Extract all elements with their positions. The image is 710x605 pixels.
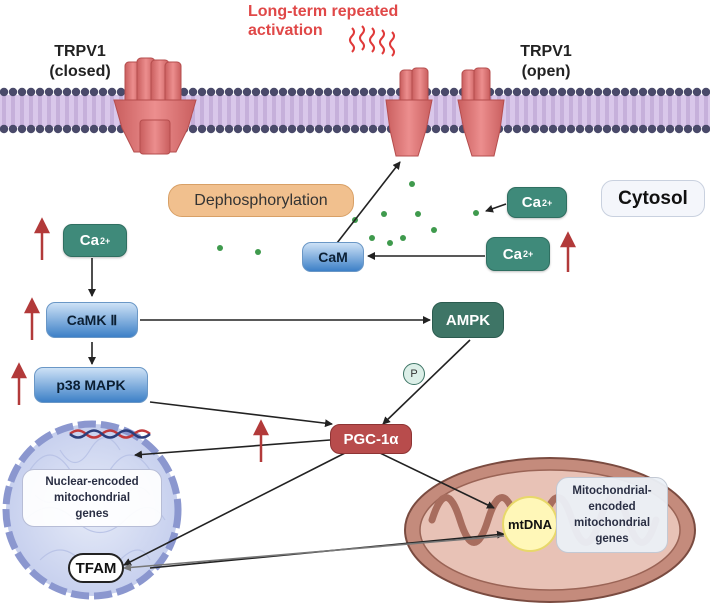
nuclear-genes-line-3: genes [75, 508, 109, 520]
up-arrow-icon [252, 419, 270, 462]
arrow-ampk-to-pgc [382, 339, 471, 425]
up-arrow-icon [10, 362, 28, 405]
trpv1-closed-channel-icon [113, 57, 197, 155]
p38-mapk-node: p38 MAPK [34, 367, 148, 403]
ca-right-mid-charge: 2+ [522, 249, 534, 259]
arrow-ca-inflow [485, 203, 507, 213]
trpv1-closed-label: TRPV1 (closed) [40, 42, 120, 82]
phosphorylation-label: P [410, 368, 418, 380]
trpv1-open-channel-icon [385, 67, 505, 157]
mito-genes-line-4: genes [595, 533, 629, 545]
arrow-mtdna-to-tfam [123, 535, 505, 572]
ca-left-charge: 2+ [99, 235, 111, 246]
trpv1-closed-title: TRPV1 [54, 43, 106, 60]
nuclear-genes-line-2: mitochondrial [53, 492, 131, 504]
pathway-arrows [88, 161, 507, 572]
trpv1-open-label: TRPV1 (open) [506, 42, 586, 82]
trpv1-closed-state: (closed) [49, 63, 111, 80]
phosphorylation-circle: P [403, 363, 425, 385]
activation-line-2: activation [248, 22, 323, 39]
trpv1-open-state: (open) [521, 63, 571, 80]
arrow-pgc-to-dna [134, 439, 331, 459]
arrow-p38-to-pgc [149, 401, 333, 428]
cell-membrane [0, 87, 710, 134]
cam-node: CaM [302, 242, 364, 272]
mtdna-node: mtDNA [502, 496, 558, 552]
nuclear-genes-line-1: Nuclear-encoded [45, 476, 139, 488]
up-arrow-icon [559, 231, 577, 272]
p38-mapk-label: p38 MAPK [56, 377, 126, 393]
mito-genes-line-3: mitochondrial [573, 517, 651, 529]
camk-node: CaMK Ⅱ [46, 302, 138, 338]
activation-line-1: Long-term repeated [248, 3, 399, 20]
up-arrow-icon [23, 297, 41, 340]
tfam-node: TFAM [68, 553, 124, 583]
pgc-1a-node: PGC-1α [330, 424, 412, 454]
trpv1-open-title: TRPV1 [520, 43, 572, 60]
pgc-1a-label: PGC-1α [343, 430, 399, 448]
cytosol-box: Cytosol [601, 180, 705, 217]
dephosphorylation-label: Dephosphorylation [194, 191, 328, 209]
nuclear-genes-box: Nuclear-encoded mitochondrial genes [22, 469, 162, 527]
mitochondrial-genes-box: Mitochondrial- encoded mitochondrial gen… [556, 477, 668, 553]
mito-genes-line-1: Mitochondrial- [572, 485, 652, 497]
dna-icon [69, 429, 151, 439]
ampk-node: AMPK [432, 302, 504, 338]
arrow-pgc-to-mtdna [379, 452, 495, 509]
dephosphorylation-box: Dephosphorylation [168, 184, 354, 217]
heat-waves-icon [349, 25, 395, 57]
ampk-label: AMPK [445, 311, 491, 329]
ca-right-top-charge: 2+ [541, 197, 553, 208]
ca-right-top-base: Ca [521, 194, 541, 211]
camk-label: CaMK Ⅱ [66, 311, 118, 328]
mito-genes-line-2: encoded [588, 501, 636, 513]
arrow-pgc-to-tfam [123, 452, 346, 566]
ca-right-mid-base: Ca [502, 245, 522, 263]
increase-arrows [10, 217, 577, 462]
arrow-cam-to-trpv1 [336, 161, 401, 244]
tfam-label: TFAM [75, 559, 117, 577]
activation-label: Long-term repeated activation [248, 2, 448, 40]
mtdna-label: mtDNA [507, 516, 553, 532]
ca-left-base: Ca [79, 232, 99, 249]
up-arrow-icon [33, 217, 51, 260]
cam-label: CaM [318, 249, 348, 265]
cytosol-label: Cytosol [618, 187, 688, 209]
